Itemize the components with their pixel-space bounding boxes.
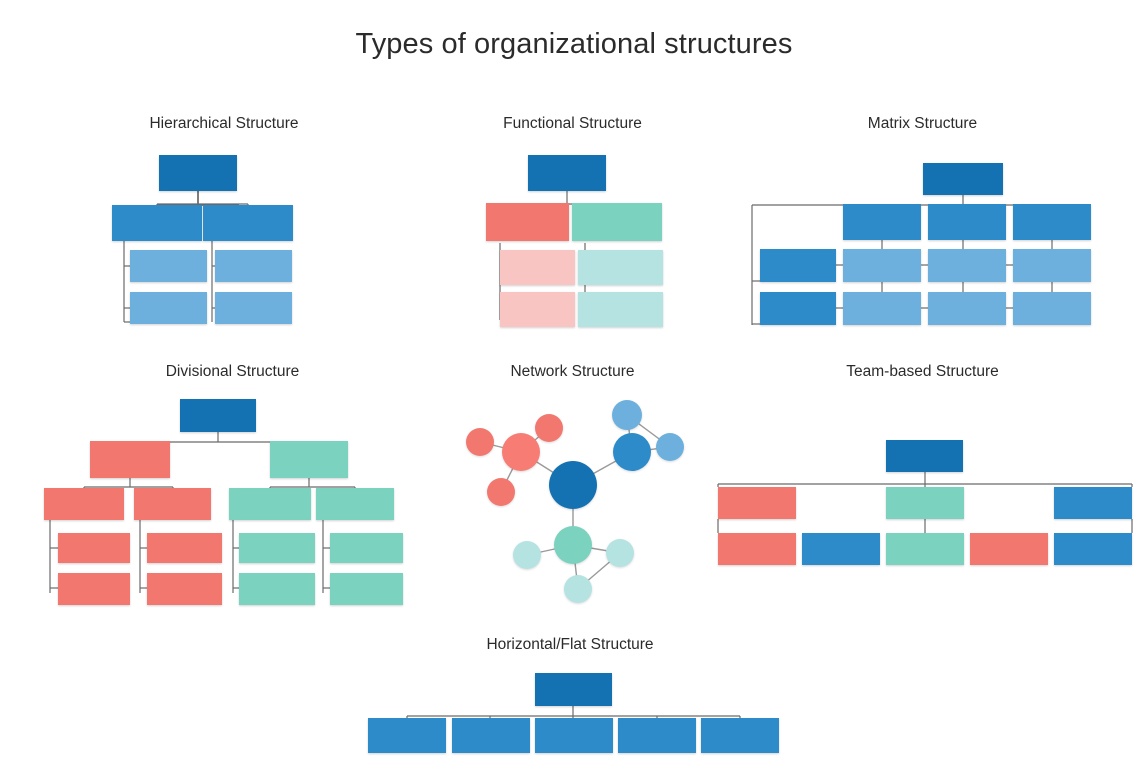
- network-node-teal-bottom[interactable]: [564, 575, 592, 603]
- diagram-horizontal-flat: [340, 636, 800, 761]
- diagram-team-based: [710, 363, 1135, 588]
- network-node-salmon-left[interactable]: [466, 428, 494, 456]
- team-based-member-4-box[interactable]: [970, 533, 1048, 565]
- team-based-member-2-box[interactable]: [802, 533, 880, 565]
- section-title-horizontal-flat: Horizontal/Flat Structure: [486, 636, 654, 653]
- divisional-team-right-a-1-box[interactable]: [239, 533, 315, 563]
- section-title-matrix: Matrix Structure: [867, 115, 978, 132]
- team-based-member-3-box[interactable]: [886, 533, 964, 565]
- team-based-team-lead-3-box[interactable]: [1054, 487, 1132, 519]
- divisional-team-left-b-2-box[interactable]: [147, 573, 222, 605]
- divisional-team-right-b-1-box[interactable]: [330, 533, 403, 563]
- hierarchical-level2-right-box[interactable]: [203, 205, 293, 241]
- divisional-team-left-a-1-box[interactable]: [58, 533, 130, 563]
- functional-dept-left-box[interactable]: [486, 203, 569, 241]
- section-hierarchical: Hierarchical Structure: [0, 115, 448, 340]
- section-title-network: Network Structure: [510, 363, 635, 380]
- horizontal-flat-root-box[interactable]: [535, 673, 612, 706]
- team-based-team-lead-2-box[interactable]: [886, 487, 964, 519]
- team-based-member-5-box[interactable]: [1054, 533, 1132, 565]
- matrix-cell-1-3-box[interactable]: [1013, 249, 1091, 282]
- network-hub-blue[interactable]: [613, 433, 651, 471]
- horizontal-flat-unit-4-box[interactable]: [618, 718, 696, 753]
- functional-sub-left-a-box[interactable]: [500, 250, 575, 285]
- page-title: Types of organizational structures: [355, 28, 793, 60]
- functional-sub-right-b-box[interactable]: [578, 292, 663, 327]
- diagram-functional: [395, 115, 750, 340]
- network-node-salmon-top[interactable]: [535, 414, 563, 442]
- section-title-functional: Functional Structure: [503, 115, 642, 132]
- matrix-cell-2-1-box[interactable]: [843, 292, 921, 325]
- section-title-hierarchical: Hierarchical Structure: [149, 115, 299, 132]
- matrix-cell-1-2-box[interactable]: [928, 249, 1006, 282]
- functional-sub-right-a-box[interactable]: [578, 250, 663, 285]
- matrix-row-head-1-box[interactable]: [760, 249, 836, 282]
- section-functional: Functional Structure: [395, 115, 750, 340]
- hierarchical-level3-left-a-box[interactable]: [130, 250, 207, 282]
- diagram-hierarchical: [0, 115, 448, 340]
- divisional-unit-right-a-box[interactable]: [229, 488, 311, 520]
- diagram-matrix: [740, 115, 1105, 340]
- divisional-team-left-b-1-box[interactable]: [147, 533, 222, 563]
- network-node-blue-right[interactable]: [656, 433, 684, 461]
- network-node-teal-right[interactable]: [606, 539, 634, 567]
- team-based-root-box[interactable]: [886, 440, 963, 472]
- network-node-salmon-bottom[interactable]: [487, 478, 515, 506]
- horizontal-flat-unit-3-box[interactable]: [535, 718, 613, 753]
- matrix-column-head-3-box[interactable]: [1013, 204, 1091, 240]
- horizontal-flat-unit-2-box[interactable]: [452, 718, 530, 753]
- hierarchical-root-box[interactable]: [159, 155, 237, 191]
- matrix-column-head-2-box[interactable]: [928, 204, 1006, 240]
- matrix-root-box[interactable]: [923, 163, 1003, 195]
- divisional-division-right-box[interactable]: [270, 441, 348, 478]
- matrix-column-head-1-box[interactable]: [843, 204, 921, 240]
- matrix-cell-2-3-box[interactable]: [1013, 292, 1091, 325]
- section-title-divisional: Divisional Structure: [165, 363, 300, 380]
- network-node-teal-left[interactable]: [513, 541, 541, 569]
- team-based-member-1-box[interactable]: [718, 533, 796, 565]
- matrix-cell-1-1-box[interactable]: [843, 249, 921, 282]
- hierarchical-level2-left-box[interactable]: [112, 205, 202, 241]
- functional-dept-right-box[interactable]: [572, 203, 662, 241]
- section-divisional: Divisional Structure: [20, 363, 445, 618]
- divisional-root-box[interactable]: [180, 399, 256, 432]
- team-based-team-lead-1-box[interactable]: [718, 487, 796, 519]
- horizontal-flat-unit-1-box[interactable]: [368, 718, 446, 753]
- horizontal-flat-unit-5-box[interactable]: [701, 718, 779, 753]
- divisional-unit-left-b-box[interactable]: [134, 488, 211, 520]
- functional-sub-left-b-box[interactable]: [500, 292, 575, 327]
- divisional-unit-right-b-box[interactable]: [316, 488, 394, 520]
- diagram-divisional: [20, 363, 445, 618]
- divisional-division-left-box[interactable]: [90, 441, 170, 478]
- network-hub-center[interactable]: [549, 461, 597, 509]
- divisional-team-right-b-2-box[interactable]: [330, 573, 403, 605]
- matrix-row-head-2-box[interactable]: [760, 292, 836, 325]
- hierarchical-level3-left-b-box[interactable]: [130, 292, 207, 324]
- section-title-team-based: Team-based Structure: [846, 363, 999, 380]
- section-horizontal-flat: Horizontal/Flat Structure: [340, 636, 800, 761]
- network-node-blue-top[interactable]: [612, 400, 642, 430]
- divisional-team-left-a-2-box[interactable]: [58, 573, 130, 605]
- hierarchical-level3-right-b-box[interactable]: [215, 292, 292, 324]
- divisional-unit-left-a-box[interactable]: [44, 488, 124, 520]
- network-hub-teal[interactable]: [554, 526, 592, 564]
- matrix-cell-2-2-box[interactable]: [928, 292, 1006, 325]
- network-hub-salmon[interactable]: [502, 433, 540, 471]
- section-matrix: Matrix Structure: [740, 115, 1105, 340]
- section-team-based: Team-based Structure: [710, 363, 1135, 588]
- functional-root-box[interactable]: [528, 155, 606, 191]
- divisional-team-right-a-2-box[interactable]: [239, 573, 315, 605]
- section-network: Network Structure: [440, 363, 705, 618]
- hierarchical-level3-right-a-box[interactable]: [215, 250, 292, 282]
- diagram-network: [440, 363, 705, 618]
